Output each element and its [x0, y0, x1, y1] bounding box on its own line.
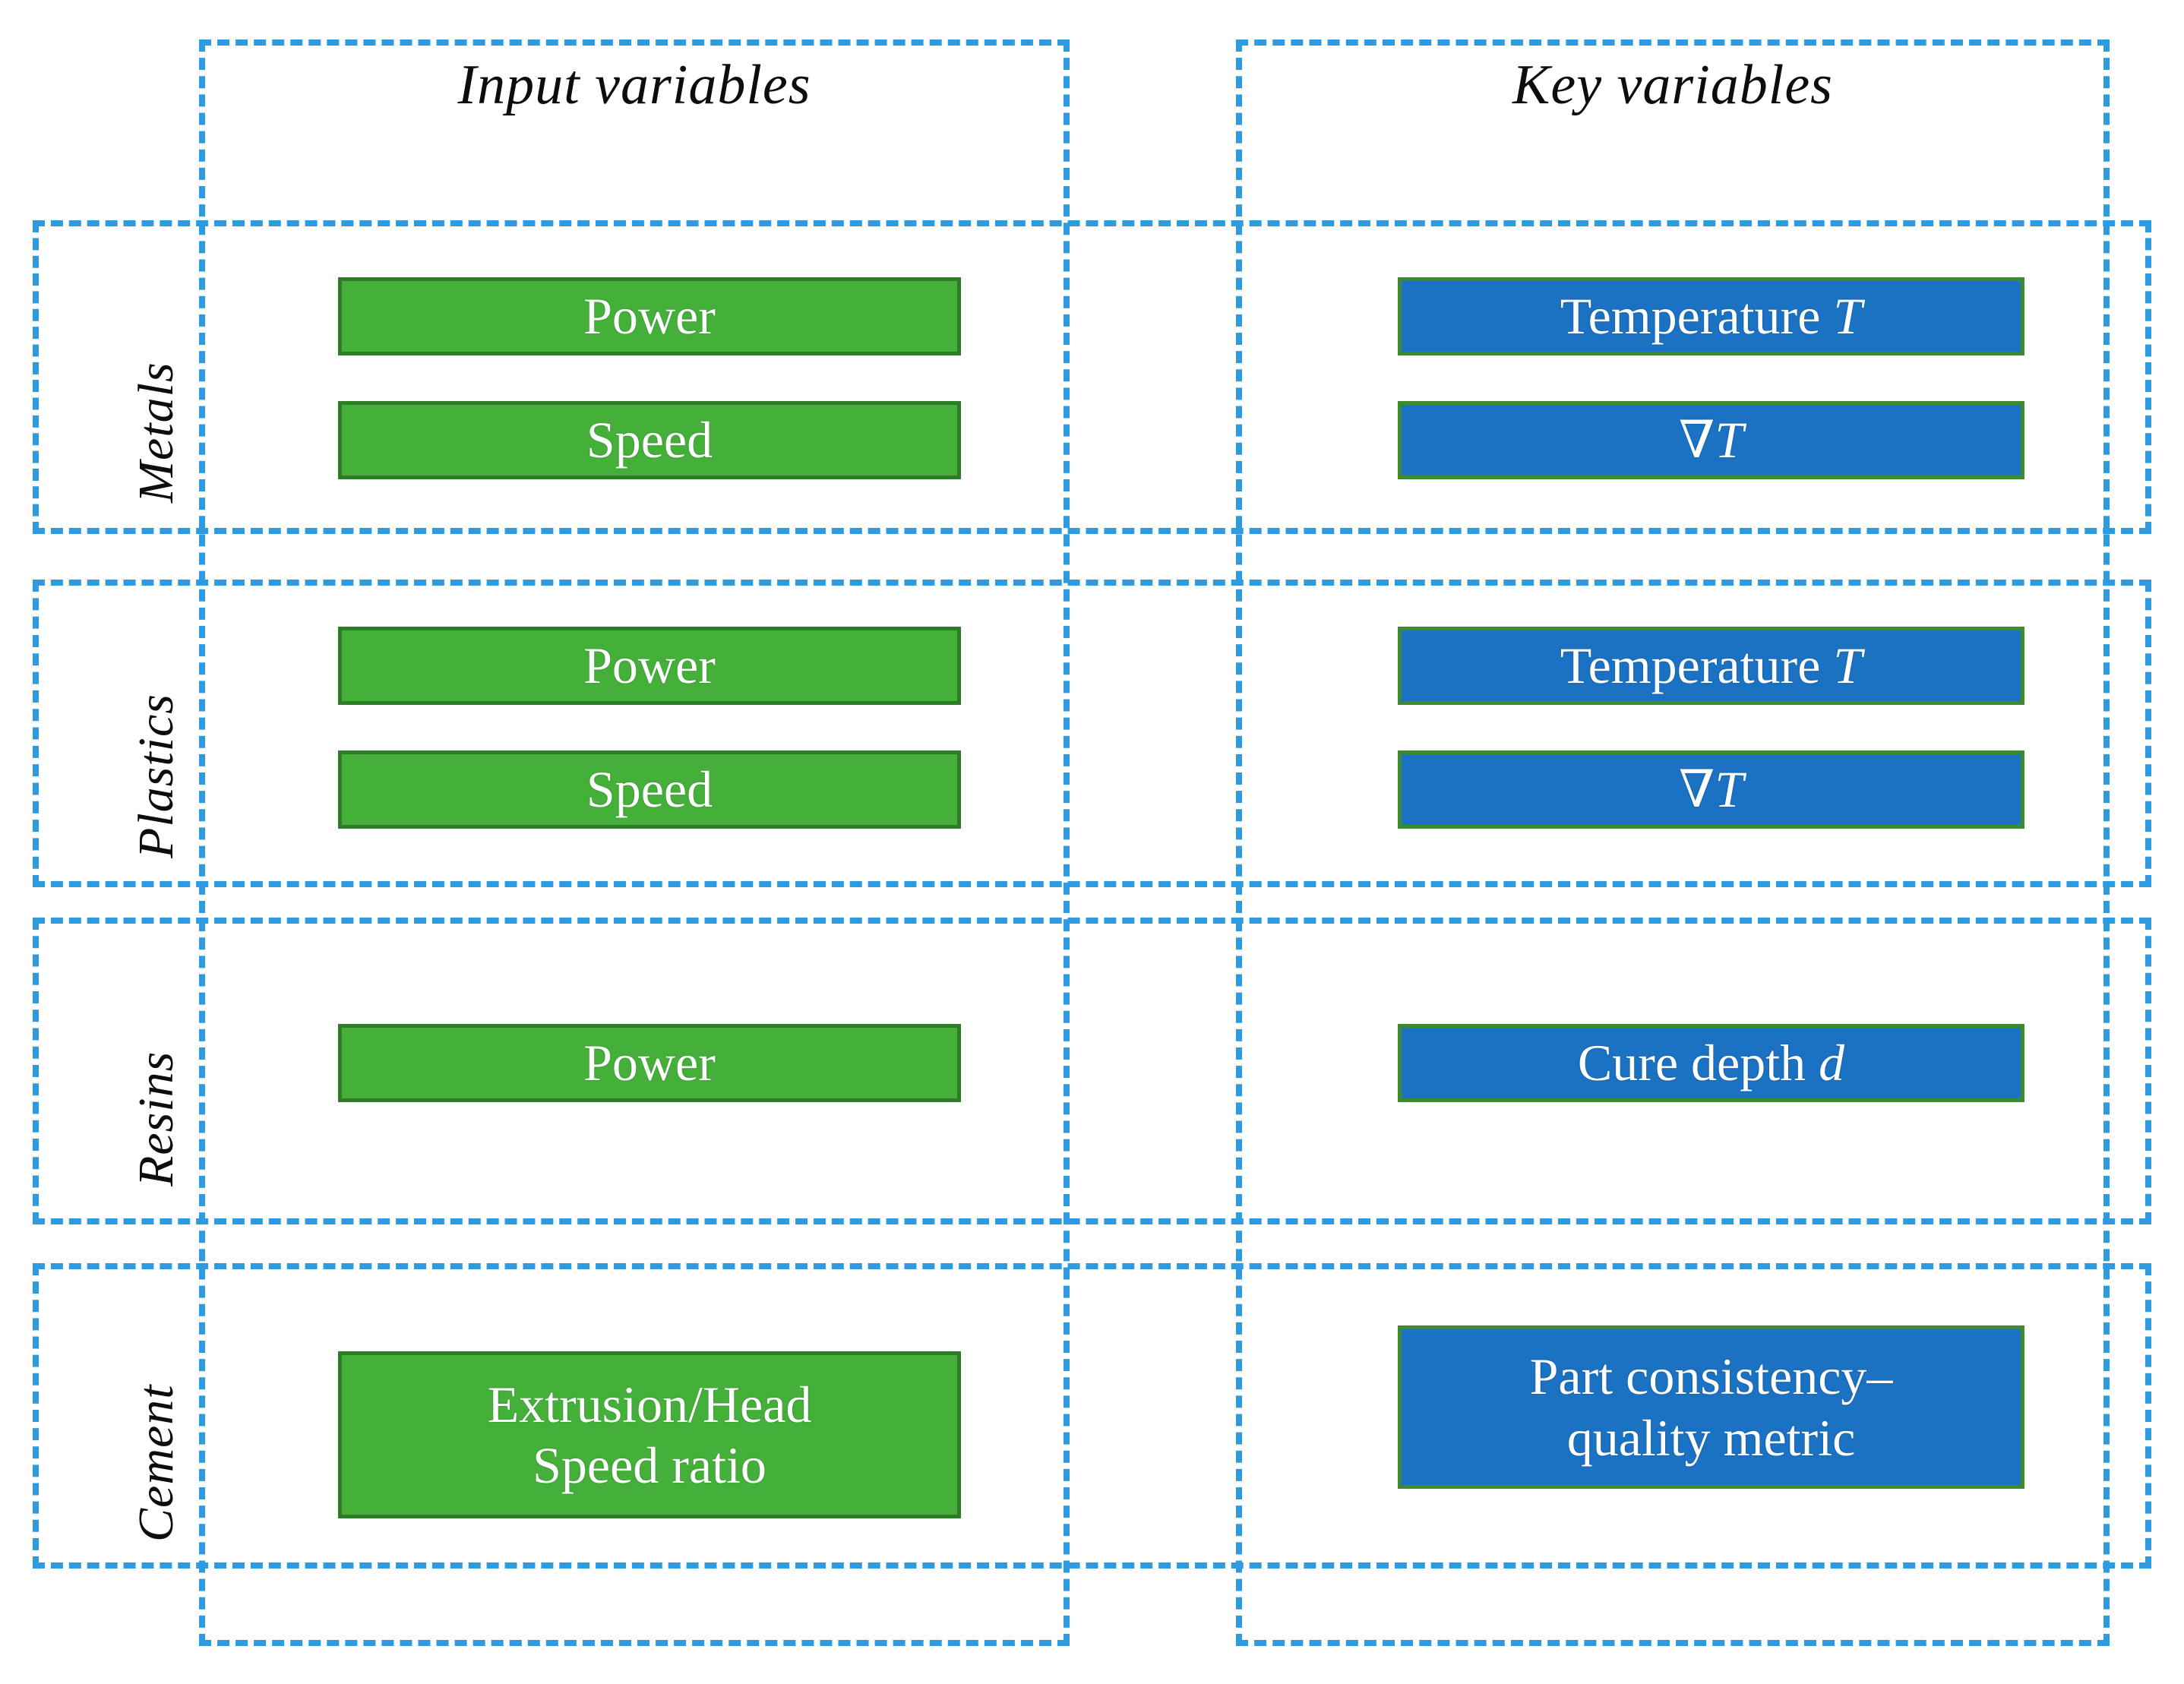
variable-symbol: T	[1715, 411, 1744, 469]
nabla-icon: ∇	[1678, 760, 1715, 819]
variable-line-2: Speed ratio	[533, 1436, 766, 1494]
row-container-plastics	[33, 580, 2151, 887]
variable-symbol: T	[1833, 637, 1863, 695]
variable-box-metals-input-speed[interactable]: Speed	[338, 401, 961, 479]
variable-symbol: T	[1833, 287, 1863, 346]
variable-line-1: Part consistency–	[1529, 1348, 1893, 1406]
variable-box-plastics-input-speed[interactable]: Speed	[338, 750, 961, 829]
variable-box-label: Power	[583, 287, 716, 346]
variable-box-label: Speed	[586, 760, 713, 819]
variable-box-label: Cure depth d	[1578, 1032, 1844, 1093]
variable-base-text: Temperature	[1560, 637, 1834, 695]
row-container-metals	[33, 220, 2151, 534]
variable-base-text: Temperature	[1560, 287, 1834, 346]
variable-box-label: Power	[583, 637, 716, 695]
variable-box-metals-key-temperature-gradient[interactable]: ∇T	[1398, 401, 2024, 479]
variable-box-plastics-key-temperature[interactable]: Temperature T	[1398, 627, 2024, 705]
variable-box-cement-input-extrusion-head-speed-ratio[interactable]: Extrusion/Head Speed ratio	[338, 1351, 961, 1518]
row-label-plastics: Plastics	[128, 694, 184, 858]
row-label-metals: Metals	[128, 362, 184, 503]
variable-box-label: Temperature T	[1560, 286, 1862, 346]
variable-box-label: ∇T	[1679, 759, 1743, 820]
variable-box-plastics-key-temperature-gradient[interactable]: ∇T	[1398, 750, 2024, 829]
variable-box-metals-input-power[interactable]: Power	[338, 277, 961, 355]
variable-box-resins-input-power[interactable]: Power	[338, 1024, 961, 1102]
variable-line-2: quality metric	[1566, 1408, 1856, 1467]
row-label-resins: Resins	[128, 1051, 184, 1186]
variable-box-label: ∇T	[1679, 409, 1743, 470]
variable-box-plastics-input-power[interactable]: Power	[338, 627, 961, 705]
variable-box-resins-key-cure-depth[interactable]: Cure depth d	[1398, 1024, 2024, 1102]
variable-box-label: Power	[583, 1034, 716, 1092]
row-label-cement: Cement	[128, 1384, 184, 1542]
nabla-icon: ∇	[1678, 411, 1715, 469]
variable-box-label: Part consistency– quality metric	[1530, 1346, 1893, 1468]
column-header-key-variables: Key variables	[1512, 54, 1833, 116]
variable-base-text: Cure depth	[1577, 1034, 1819, 1092]
variable-box-label: Extrusion/Head Speed ratio	[488, 1374, 812, 1496]
variable-box-label: Temperature T	[1560, 635, 1862, 696]
variable-box-cement-key-part-consistency-quality-metric[interactable]: Part consistency– quality metric	[1398, 1325, 2024, 1489]
variable-symbol: d	[1819, 1034, 1845, 1092]
column-header-input-variables: Input variables	[457, 54, 811, 116]
variable-line-1: Extrusion/Head	[487, 1375, 812, 1433]
variable-box-metals-key-temperature[interactable]: Temperature T	[1398, 277, 2024, 355]
variable-symbol: T	[1715, 760, 1744, 819]
variable-box-label: Speed	[586, 411, 713, 469]
